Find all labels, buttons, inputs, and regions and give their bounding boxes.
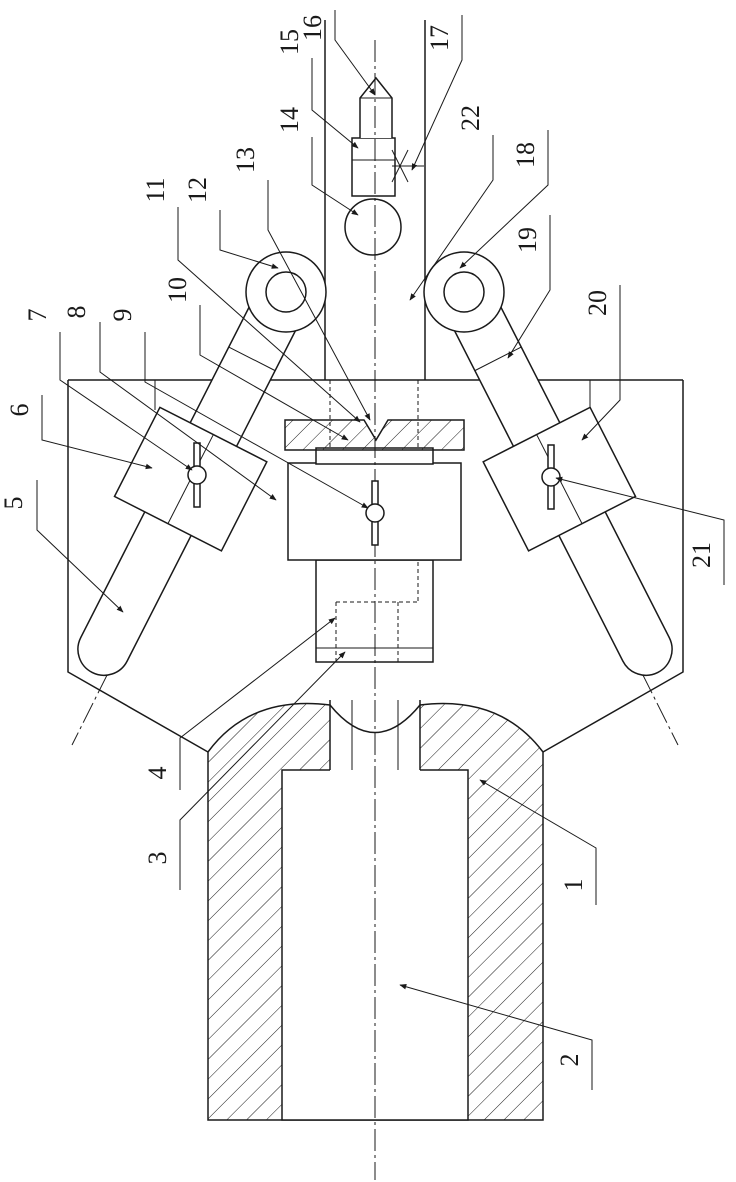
label-part-1: 1 [559,879,588,892]
label-part-16: 16 [298,15,327,41]
label-part-5: 5 [0,497,28,510]
centerlines [72,40,678,1180]
label-part-2: 2 [555,1054,584,1067]
tip-assembly [345,78,424,255]
label-part-21: 21 [687,542,716,568]
label-part-6: 6 [5,404,34,417]
label-part-13: 13 [231,147,260,173]
label-part-14: 14 [275,107,304,133]
label-part-3: 3 [143,852,172,865]
label-part-9: 9 [108,309,137,322]
label-part-8: 8 [62,306,91,319]
label-part-19: 19 [513,227,542,253]
label-part-12: 12 [183,177,212,203]
label-part-20: 20 [583,290,612,316]
label-part-11: 11 [141,177,170,202]
label-part-18: 18 [511,142,540,168]
label-part-10: 10 [163,277,192,303]
label-part-17: 17 [425,25,454,51]
label-part-7: 7 [23,309,52,322]
label-part-4: 4 [143,767,172,780]
label-part-22: 22 [456,105,485,131]
